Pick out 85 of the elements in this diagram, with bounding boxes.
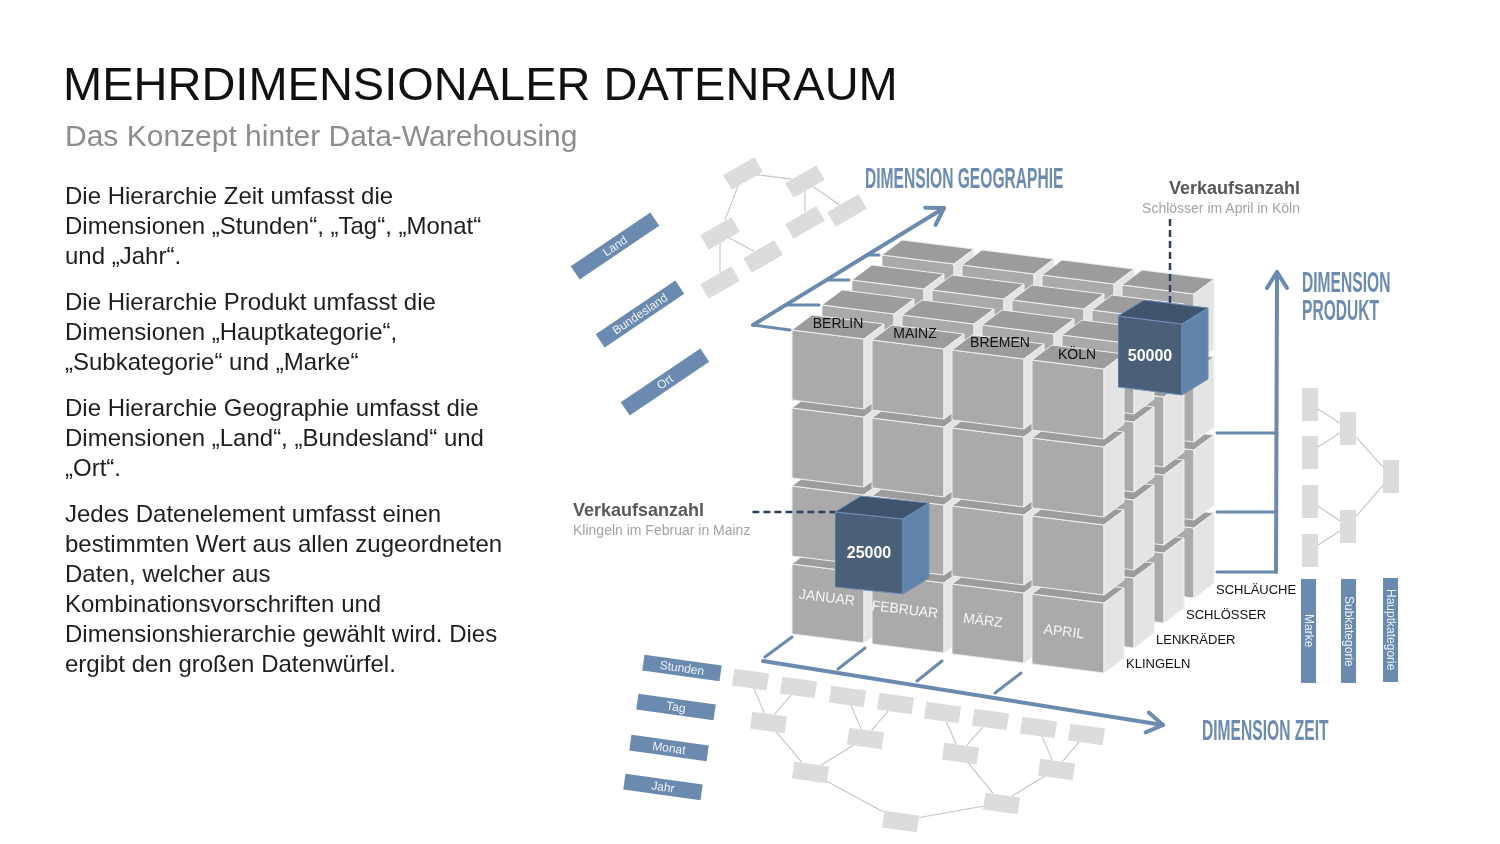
product-label: SCHLÖSSER [1186, 606, 1267, 622]
product-label: SCHLÄUCHE [1216, 581, 1297, 597]
month-label: MÄRZ [962, 609, 1004, 631]
connector-line [1355, 484, 1384, 518]
slide-subtitle: Das Konzept hinter Data-Warehousing [65, 118, 578, 154]
hierarchy-box [1067, 723, 1105, 745]
connector-line [1317, 432, 1341, 448]
city-label: KÖLN [1057, 346, 1097, 362]
body-paragraph: Die Hierarchie Produkt umfasst die Dimensionen „Hauptkategorie“, „Subkategorie“ und „Marke“ [65, 287, 437, 377]
connector-line [945, 720, 957, 745]
product-label: LENKRÄDER [1156, 631, 1236, 647]
connector-line [756, 174, 792, 180]
connector-line [719, 242, 721, 273]
callout-title: Verkaufsanzahl [573, 500, 705, 521]
hierarchy-box [1383, 459, 1399, 493]
connector-line [850, 704, 862, 730]
connector-line [820, 744, 855, 766]
hierarchy-box [1019, 716, 1057, 738]
connector-line [1041, 735, 1053, 761]
callout-title: Verkaufsanzahl [1168, 178, 1300, 199]
product-label: KLINGELN [1126, 655, 1191, 671]
connector-line [966, 726, 984, 746]
hierarchy-level-bar: Tag [636, 693, 716, 721]
hierarchy-box [828, 685, 866, 707]
slide-title: MEHRDIMENSIONALER DATENRAUM [63, 56, 898, 112]
connector-line [728, 237, 755, 252]
connector-line [825, 780, 885, 813]
connector-line [1061, 741, 1081, 762]
callout-text: Schlösser im April in Köln [1142, 199, 1300, 217]
city-label: BERLIN [812, 315, 864, 331]
connector-line [1011, 775, 1046, 797]
hierarchy-box [941, 742, 979, 764]
callout-text: Klingeln im Februar in Mainz [573, 521, 751, 539]
hierarchy-box [731, 668, 769, 690]
hierarchy-box [876, 692, 914, 714]
hierarchy-box [1340, 411, 1356, 445]
connector-line [917, 805, 984, 819]
cube-value: 50000 [1127, 347, 1173, 365]
connector-line [724, 185, 739, 221]
hierarchy-level-bar: Marke [1300, 579, 1316, 683]
leader-line [752, 510, 836, 514]
hierarchy-box [1302, 435, 1318, 469]
connector-line [870, 710, 890, 731]
hierarchy-box [1037, 758, 1075, 780]
hierarchy-box [982, 792, 1020, 814]
axis-title: DIMENSION ZEIT [1202, 716, 1329, 744]
connector-line [1355, 436, 1384, 468]
body-paragraph: Jedes Datenelement umfasst einen bestimmten Wert aus allen zugeordneten Daten, welcher aus Kombinationsvorschriften und Dimensionshierarchie gewählt wird. Dies ergibt den großen Datenwürfel. [65, 499, 504, 679]
hierarchy-box [923, 701, 961, 723]
leader-line [1168, 219, 1172, 304]
hierarchy-level-bar: Monat [629, 734, 709, 762]
connector-line [1317, 530, 1341, 546]
axis-title: DIMENSION GEOGRAPHIE [865, 164, 1064, 192]
cube-value: 25000 [846, 544, 892, 562]
hierarchy-box [791, 761, 829, 783]
body-paragraph: Die Hierarchie Geographie umfasst die Dimensionen „Land“, „Bundesland“ und „Ort“. [65, 393, 485, 483]
city-label: BREMEN [970, 334, 1030, 350]
month-label: FEBRUAR [870, 597, 940, 621]
connector-line [773, 694, 793, 715]
hierarchy-level-bar: Ort [620, 348, 710, 416]
connector-line [775, 731, 803, 763]
hierarchy-box [1302, 533, 1318, 567]
connector-line [804, 190, 806, 213]
hierarchy-level-bar: Hauptkategorie [1382, 578, 1398, 682]
connector-line [753, 687, 765, 714]
month-label: APRIL [1042, 620, 1086, 642]
month-label: JANUAR [798, 585, 856, 609]
hierarchy-box [749, 711, 787, 733]
body-paragraph: Die Hierarchie Zeit umfasst die Dimensionen „Stunden“, „Tag“, „Monat“ und „Jahr“. [65, 181, 483, 271]
hierarchy-box [779, 676, 817, 698]
hierarchy-box [881, 810, 919, 832]
hierarchy-box [1340, 509, 1356, 543]
city-label: MAINZ [893, 325, 937, 341]
hierarchy-box [846, 727, 884, 749]
hierarchy-box [971, 708, 1009, 730]
hierarchy-level-bar: Stunden [642, 654, 722, 682]
connector-line [1317, 408, 1341, 424]
connector-line [812, 185, 840, 206]
connector-line [1317, 505, 1341, 522]
axis-title: DIMENSION PRODUKT [1302, 268, 1392, 324]
hierarchy-box [1302, 387, 1318, 421]
hierarchy-level-bar: Subkategorie [1340, 579, 1356, 683]
connector-line [967, 762, 994, 794]
hierarchy-box [1302, 484, 1318, 518]
hierarchy-level-bar: Jahr [623, 773, 703, 801]
